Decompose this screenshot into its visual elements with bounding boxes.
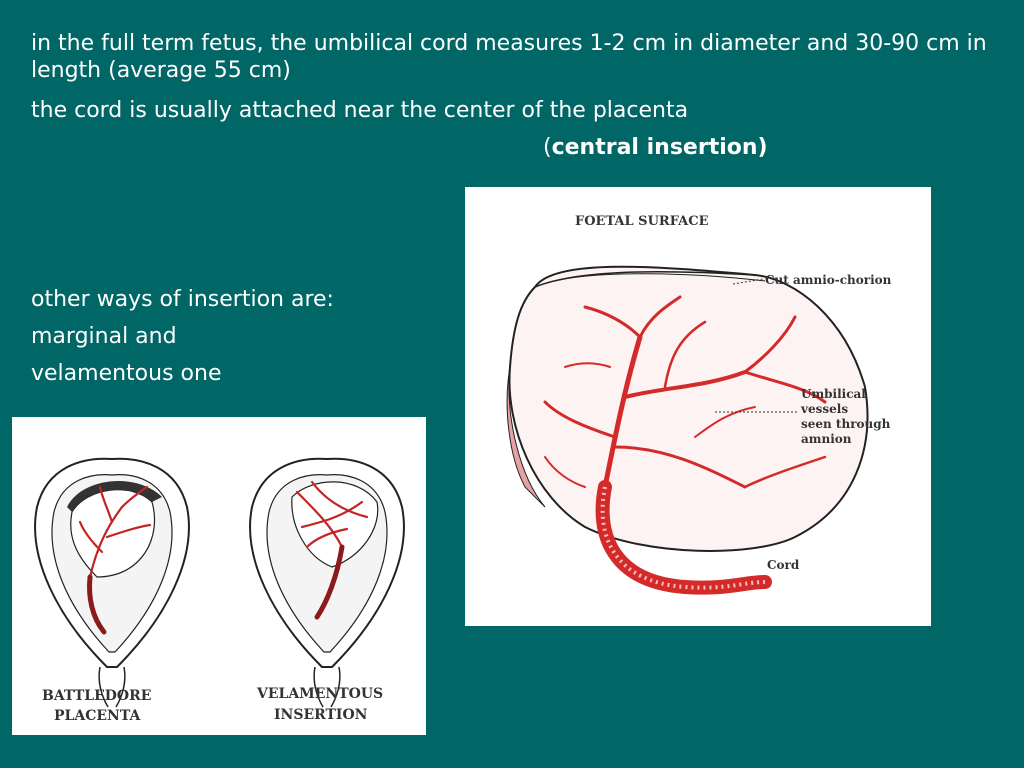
insertion-types-illustration: BATTLEDORE PLACENTA VELAMENTOUS INSERTIO…: [34, 457, 405, 724]
label-cut-amnio-chorion: Cut amnio-chorion: [765, 273, 892, 287]
bullet-other-ways: other ways of insertion are:: [31, 287, 334, 312]
central-insertion-paren: (: [543, 135, 552, 160]
label-seen-through: seen through: [801, 417, 891, 431]
battledore-uterus: [34, 457, 190, 708]
leader-amnio: [732, 278, 764, 285]
foetal-surface-figure: FOETAL SURFACE Cut amnio-chorion Umbilic…: [465, 187, 931, 626]
foetal-surface-illustration: FOETAL SURFACE Cut amnio-chorion Umbilic…: [506, 214, 892, 595]
placenta-side: [506, 366, 546, 508]
membrane-edge-inner: [546, 273, 766, 284]
label-insertion: INSERTION: [274, 707, 368, 723]
central-insertion-label: (central insertion): [543, 134, 768, 161]
bullet-marginal: marginal and: [31, 324, 177, 349]
label-vessels: vessels: [800, 402, 848, 416]
label-foetal-surface: FOETAL SURFACE: [575, 214, 709, 229]
label-amnion: amnion: [801, 432, 852, 446]
umbilical-cord-texture: [600, 486, 766, 590]
central-insertion-text: central insertion): [551, 135, 768, 160]
label-umbilical: Umbilical: [801, 387, 866, 401]
insertion-types-figure: BATTLEDORE PLACENTA VELAMENTOUS INSERTIO…: [12, 417, 426, 735]
label-battledore: BATTLEDORE: [42, 688, 151, 704]
label-cord: Cord: [767, 558, 800, 572]
label-placenta: PLACENTA: [54, 708, 141, 724]
bullet-cord-attachment: the cord is usually attached near the ce…: [31, 98, 689, 123]
umbilical-vessels: [543, 295, 827, 490]
label-velamentous: VELAMENTOUS: [256, 686, 383, 702]
velamentous-uterus: [249, 457, 405, 708]
bullet-cord-measurements: in the full term fetus, the umbilical co…: [31, 31, 987, 83]
bullet-velamentous: velamentous one: [31, 361, 222, 386]
